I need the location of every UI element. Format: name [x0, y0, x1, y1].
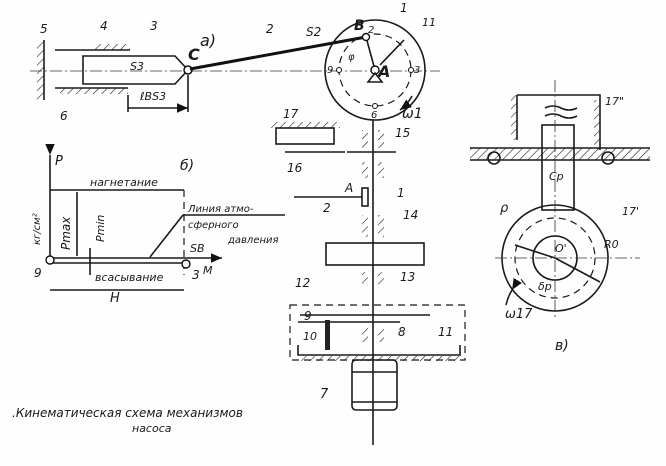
label-5: 5	[40, 22, 48, 36]
m-label: M	[203, 264, 213, 277]
cam-mechanism: 17" 17' Cp ρ O' R0 δp ω17 в)	[470, 80, 650, 354]
label-C: C	[188, 45, 200, 64]
wall-hatch	[37, 40, 44, 100]
point-2: 2	[368, 25, 374, 36]
label-2: 2	[266, 22, 274, 36]
part-17	[275, 127, 335, 145]
label-O: O'	[555, 242, 567, 255]
label-S3: S3	[130, 60, 144, 73]
pmax-label: Pmax	[59, 216, 73, 250]
atm-line-2: сферного	[188, 220, 239, 231]
label-4: 4	[100, 19, 108, 33]
point-9: 9	[327, 65, 333, 76]
label-11: 11	[422, 16, 436, 29]
pressure-diagram: P б) нагнетание всасывание кг/см² Pmax P…	[32, 143, 285, 306]
label-11-frame: 11	[438, 325, 453, 339]
motor-7	[351, 359, 398, 411]
follower	[541, 124, 575, 211]
drive-train: 17 15 16 A 2 1 14 12 13 9 10 8 11 7	[270, 107, 466, 445]
crank-disk	[324, 19, 426, 121]
label-Cp: Cp	[549, 170, 564, 183]
label-7: 7	[320, 387, 329, 402]
omega1-label: ω1	[402, 106, 423, 122]
label-14: 14	[403, 208, 418, 222]
view-a-label: а)	[200, 31, 216, 50]
caption-line1: .Кинематическая схема механизмов	[12, 406, 243, 420]
label-R0: R0	[604, 238, 619, 251]
label-lBS3: ℓBS3	[139, 90, 166, 103]
unit-label: кг/см²	[32, 213, 43, 245]
suction-label: всасывание	[95, 271, 164, 284]
label-lever-A: A	[344, 181, 353, 195]
label-17: 17	[283, 107, 299, 121]
label-13: 13	[400, 270, 415, 284]
caption-line2: насоса	[132, 422, 172, 435]
label-1-shaft: 1	[397, 186, 405, 200]
piston-3	[82, 55, 190, 85]
slider-crank-mechanism: а) 5 4 3 6 2 S2 S3 ℓBS3 C B A 1 11 2 3 9…	[30, 1, 440, 123]
connecting-rod-2	[189, 35, 367, 71]
label-17-double: 17"	[605, 95, 624, 108]
label-16: 16	[287, 161, 303, 175]
label-10: 10	[303, 330, 317, 343]
label-B: B	[354, 18, 365, 34]
guide-hatch-bottom	[60, 88, 128, 94]
label-dp: δp	[538, 280, 552, 293]
atm-line-3: давления	[227, 235, 279, 246]
point-6: 6	[371, 110, 377, 121]
label-12: 12	[295, 276, 310, 290]
axis-P: P	[55, 154, 63, 169]
omega17-label: ω17	[505, 307, 533, 322]
stroke-H-label: H	[110, 291, 120, 306]
label-8: 8	[398, 325, 406, 339]
label-3: 3	[150, 19, 158, 33]
view-b-label: б)	[180, 158, 194, 174]
point-3: 3	[414, 65, 420, 76]
label-17-prime: 17'	[622, 205, 639, 218]
label-A: A	[376, 62, 390, 81]
sB-label: SB	[190, 242, 205, 255]
atm-line-1: Линия атмо-	[187, 204, 254, 215]
label-rho: ρ	[500, 201, 509, 216]
angle-phi: φ	[348, 52, 355, 63]
view-v-label: в)	[555, 338, 569, 354]
point-3-b: 3	[192, 268, 200, 282]
discharge-label: нагнетание	[90, 176, 158, 189]
joint-B	[361, 32, 371, 42]
pmin-label: Pmin	[94, 215, 107, 242]
flywheel-14	[325, 242, 425, 266]
label-9: 9	[304, 309, 312, 323]
guide-hatch	[95, 44, 130, 50]
point-9-b: 9	[34, 266, 42, 280]
label-15: 15	[395, 126, 410, 140]
label-1: 1	[400, 1, 408, 15]
label-6: 6	[60, 109, 68, 123]
label-lever-2: 2	[323, 201, 331, 215]
label-S2: S2	[306, 25, 321, 39]
crank-1	[365, 36, 376, 71]
